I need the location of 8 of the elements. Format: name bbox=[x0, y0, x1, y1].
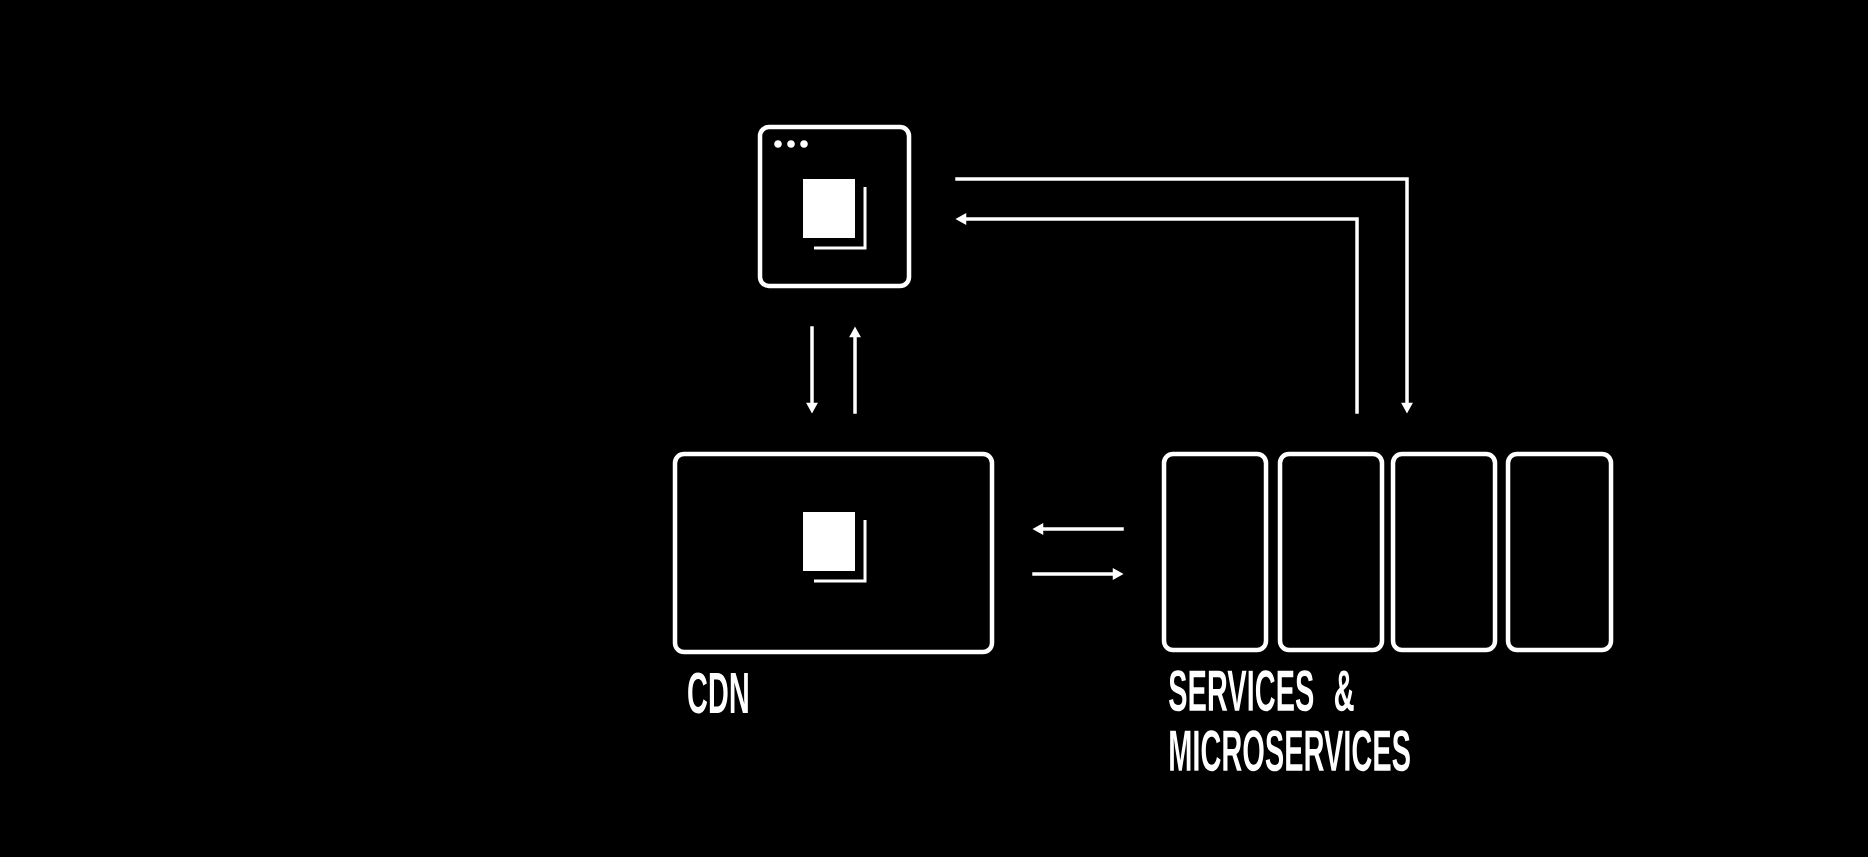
server-box: CDN bbox=[672, 451, 995, 714]
service-box bbox=[1161, 451, 1269, 653]
service-box bbox=[1277, 451, 1385, 653]
service-box bbox=[1390, 451, 1498, 653]
node-label: CDN bbox=[688, 672, 748, 714]
browser-window bbox=[757, 124, 912, 289]
group-label: SERVICES & MICROSERVICES bbox=[1169, 670, 1410, 772]
service-box bbox=[1505, 451, 1614, 653]
